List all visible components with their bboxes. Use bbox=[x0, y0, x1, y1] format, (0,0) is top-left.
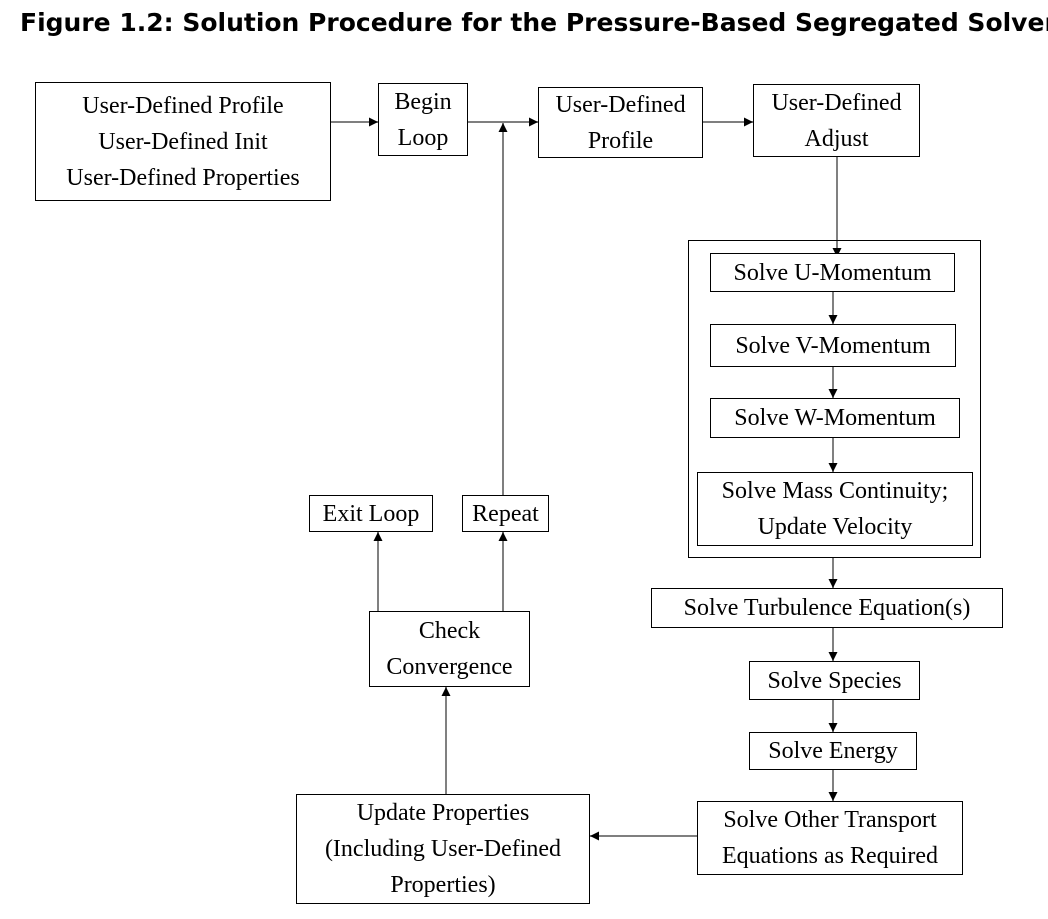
update-properties-box: Update Properties (Including User-Define… bbox=[296, 794, 590, 904]
check-line-2: Convergence bbox=[386, 654, 513, 680]
repeat-label: Repeat bbox=[472, 500, 539, 527]
momentum-continuity-group bbox=[688, 240, 981, 558]
user-defined-setup-box: User-Defined Profile User-Defined Init U… bbox=[35, 82, 331, 201]
update-line-2: (Including User-Defined bbox=[324, 836, 562, 862]
other-line-2: Equations as Required bbox=[722, 843, 938, 869]
solve-mass-continuity-box: Solve Mass Continuity; Update Velocity bbox=[697, 472, 973, 546]
update-line-3: Properties) bbox=[390, 872, 496, 898]
adjust-line-2: Adjust bbox=[804, 125, 869, 152]
check-line-1: Check bbox=[418, 618, 481, 644]
setup-line-1: User-Defined Profile bbox=[82, 92, 284, 119]
other-line-1: Solve Other Transport bbox=[723, 807, 937, 833]
user-defined-adjust-box: User-Defined Adjust bbox=[753, 84, 920, 157]
exit-loop-label: Exit Loop bbox=[322, 500, 420, 527]
energy-label: Solve Energy bbox=[768, 738, 898, 764]
mass-line-1: Solve Mass Continuity; bbox=[721, 478, 949, 504]
exit-loop-box: Exit Loop bbox=[309, 495, 433, 532]
check-convergence-box: Check Convergence bbox=[369, 611, 530, 687]
mass-line-2: Update Velocity bbox=[757, 514, 913, 540]
profile-line-2: Profile bbox=[587, 127, 654, 154]
solve-u-momentum-box: Solve U-Momentum bbox=[710, 253, 955, 292]
turbulence-label: Solve Turbulence Equation(s) bbox=[683, 595, 971, 621]
solve-other-transport-box: Solve Other Transport Equations as Requi… bbox=[697, 801, 963, 875]
setup-line-3: User-Defined Properties bbox=[66, 164, 300, 191]
solve-v-label: Solve V-Momentum bbox=[735, 332, 931, 359]
setup-line-2: User-Defined Init bbox=[98, 128, 268, 155]
repeat-box: Repeat bbox=[462, 495, 549, 532]
species-label: Solve Species bbox=[767, 667, 902, 694]
user-defined-profile-box: User-Defined Profile bbox=[538, 87, 703, 158]
solve-energy-box: Solve Energy bbox=[749, 732, 917, 770]
solve-v-momentum-box: Solve V-Momentum bbox=[710, 324, 956, 367]
begin-loop-box: Begin Loop bbox=[378, 83, 468, 156]
adjust-line-1: User-Defined bbox=[771, 89, 902, 116]
solve-u-label: Solve U-Momentum bbox=[733, 259, 932, 286]
solve-species-box: Solve Species bbox=[749, 661, 920, 700]
solve-w-label: Solve W-Momentum bbox=[734, 405, 936, 431]
begin-loop-line-1: Begin bbox=[394, 88, 452, 115]
begin-loop-line-2: Loop bbox=[397, 124, 449, 151]
solve-w-momentum-box: Solve W-Momentum bbox=[710, 398, 960, 438]
update-line-1: Update Properties bbox=[356, 800, 530, 826]
solve-turbulence-box: Solve Turbulence Equation(s) bbox=[651, 588, 1003, 628]
profile-line-1: User-Defined bbox=[555, 91, 686, 118]
figure-title: Figure 1.2: Solution Procedure for the P… bbox=[20, 8, 1048, 37]
